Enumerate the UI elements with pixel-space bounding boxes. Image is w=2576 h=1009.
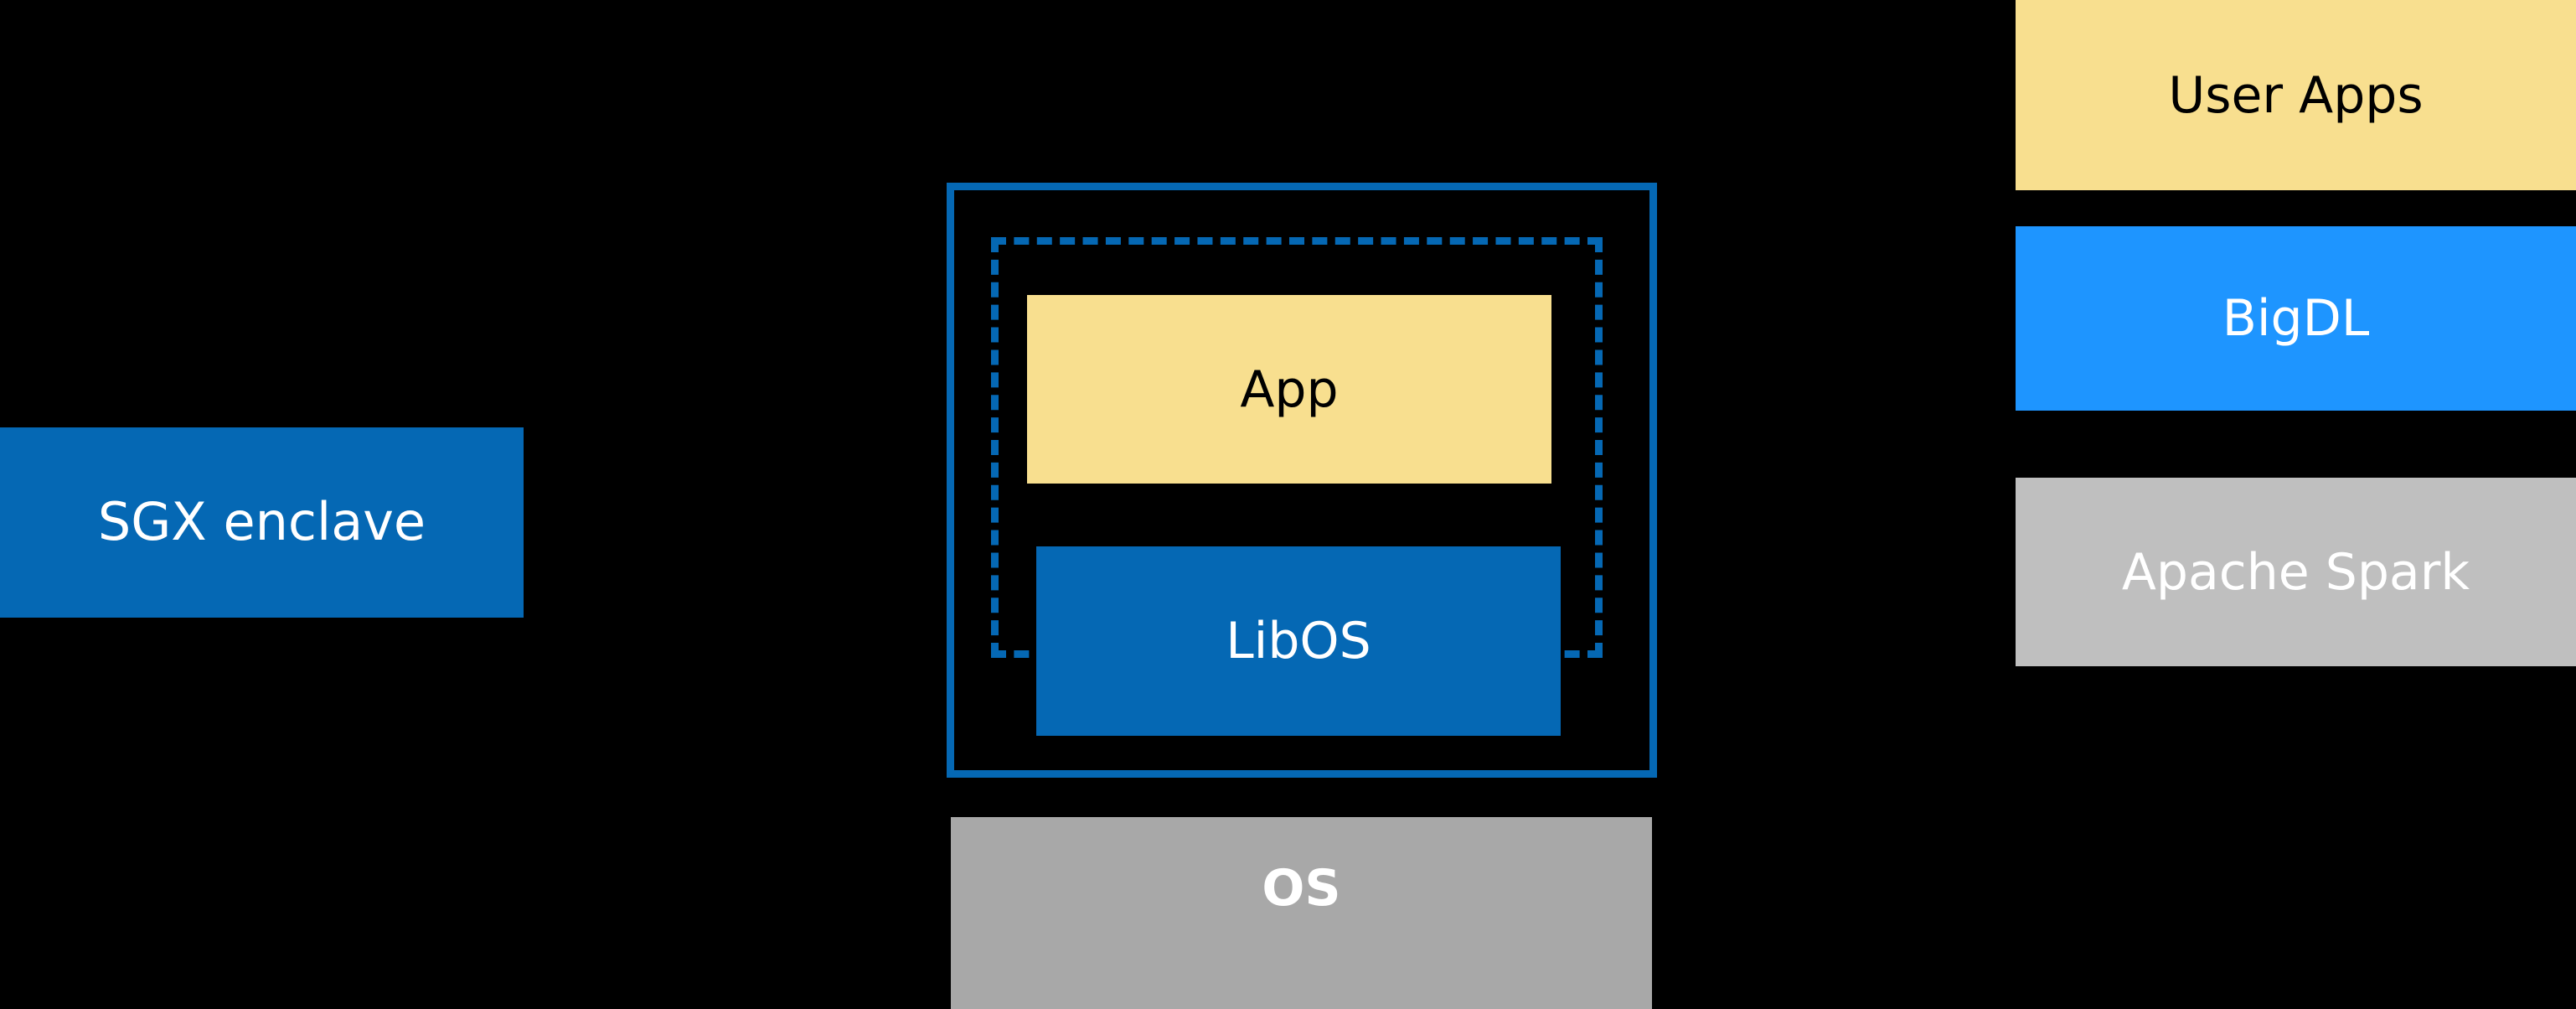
os-label: OS <box>1262 859 1341 918</box>
apache-spark-label: Apache Spark <box>2121 542 2470 602</box>
sgx-enclave-label: SGX enclave <box>97 491 426 553</box>
os-block: OS <box>951 817 1652 1009</box>
enclave-outline-solid <box>947 183 1657 778</box>
connector-sgx-enclave-to-enclave-outline <box>519 508 947 531</box>
app-block: App <box>1027 295 1551 484</box>
bigdl-block: BigDL <box>2016 226 2576 411</box>
sgx-enclave-label-box: SGX enclave <box>0 427 524 618</box>
user-apps-label: User Apps <box>2168 65 2424 125</box>
bigdl-label: BigDL <box>2222 289 2370 348</box>
libos-block: LibOS <box>1036 546 1561 736</box>
app-label: App <box>1240 360 1339 419</box>
user-apps-block: User Apps <box>2016 0 2576 190</box>
libos-label: LibOS <box>1226 612 1371 670</box>
apache-spark-block: Apache Spark <box>2016 478 2576 666</box>
